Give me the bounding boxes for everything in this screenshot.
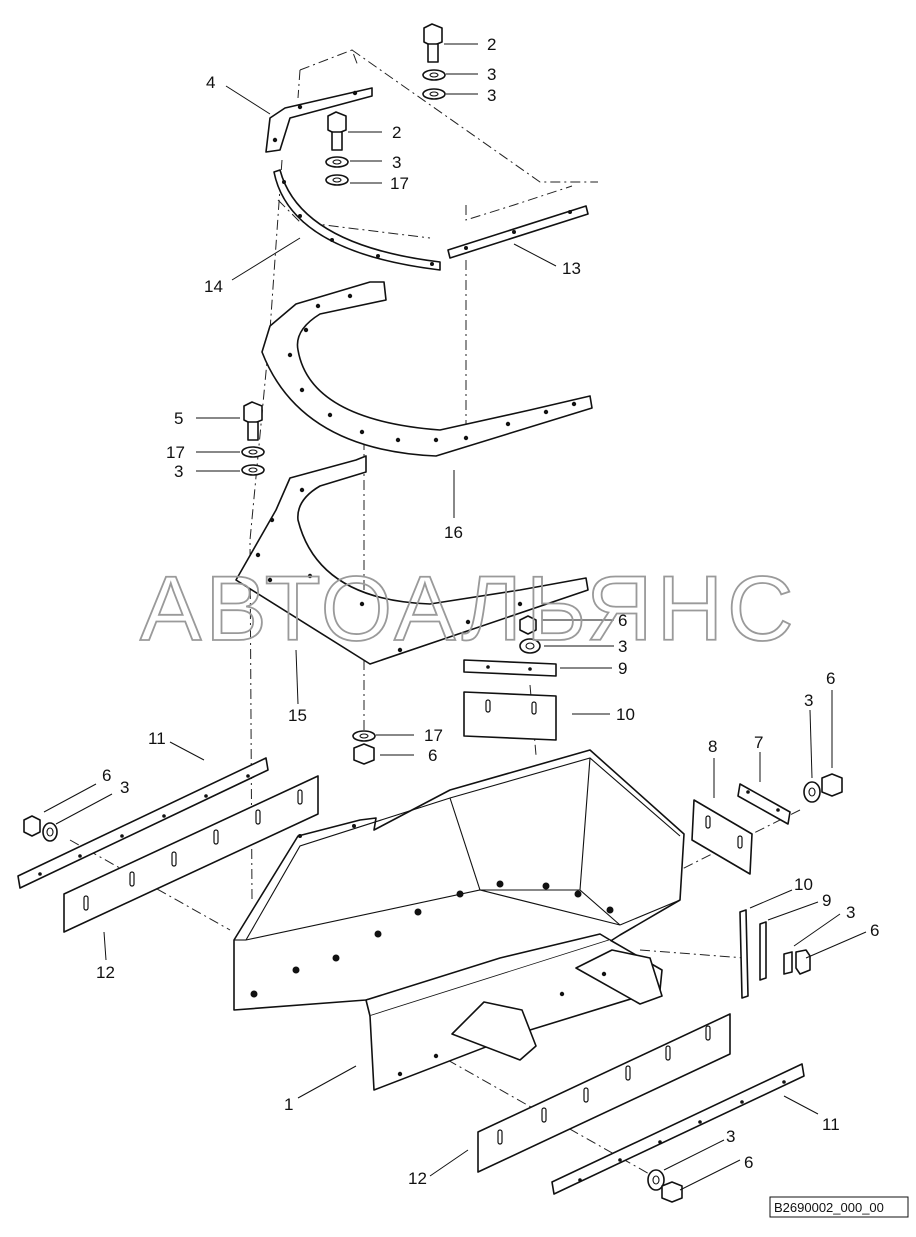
washer-17-mid — [325, 174, 349, 186]
callout-11b: 11 — [822, 1115, 840, 1134]
part-curved-plate-15 — [235, 455, 589, 665]
washer-3-left-low — [42, 822, 58, 842]
callout-6e: 6 — [870, 921, 879, 940]
part-bar-9-right — [759, 921, 767, 981]
nut-6-bottom — [661, 1181, 683, 1203]
callout-3e: 3 — [618, 637, 627, 656]
part-bar-10-right — [739, 909, 749, 999]
washer-3-top-a — [422, 69, 446, 81]
callout-3g: 3 — [804, 691, 813, 710]
drawing-reference-text: B2690002_000_00 — [774, 1200, 884, 1215]
part-curved-plate-16 — [261, 281, 593, 457]
bolt-5 — [243, 401, 263, 441]
callout-10b: 10 — [794, 875, 813, 894]
part-strip-7 — [737, 783, 791, 825]
callout-6c: 6 — [102, 766, 111, 785]
callout-4: 4 — [206, 73, 215, 92]
part-plate-8 — [691, 799, 753, 875]
callout-6f: 6 — [744, 1153, 753, 1172]
plate-9-center — [463, 659, 557, 677]
drawing-reference: B2690002_000_00 — [769, 1196, 909, 1218]
nut-6-right — [821, 773, 843, 797]
part-curved-strip-14 — [273, 169, 441, 271]
nut-6-right-low — [795, 949, 811, 975]
washer-17-lower — [352, 730, 376, 742]
callout-3a: 3 — [487, 65, 496, 84]
part-bracket-4 — [265, 87, 373, 153]
washer-3-bottom — [647, 1169, 665, 1191]
part-strip-11-right — [551, 1063, 805, 1195]
callout-12a: 12 — [96, 963, 115, 982]
callout-2a: 2 — [487, 35, 496, 54]
callout-3h: 3 — [846, 903, 855, 922]
watermark: АВТОАЛЬЯНС — [140, 558, 798, 660]
callout-16: 16 — [444, 523, 463, 542]
callout-13: 13 — [562, 259, 581, 278]
callout-10a: 10 — [616, 705, 635, 724]
leader-lines — [43, 43, 867, 1191]
callout-3b: 3 — [487, 86, 496, 105]
callout-labels: 2 3 3 4 2 3 17 14 13 5 17 3 16 6 3 9 10 … — [96, 35, 879, 1188]
part-lower-rail-1 — [365, 933, 663, 1091]
washer-3-left — [241, 464, 265, 476]
part-plate-12-right — [477, 1013, 731, 1173]
plate-10-center — [463, 691, 557, 741]
callout-6a: 6 — [618, 611, 627, 630]
callout-3c: 3 — [392, 153, 401, 172]
part-strip-11-left — [17, 757, 269, 889]
nut-6-center — [519, 615, 537, 635]
nut-6-lower — [353, 743, 375, 765]
washer-3-right-low — [783, 951, 793, 975]
part-plate-12-left — [63, 775, 319, 933]
bolt-2-top — [423, 23, 443, 63]
callout-17a: 17 — [390, 174, 409, 193]
callout-2b: 2 — [392, 123, 401, 142]
washer-3-top-b — [422, 88, 446, 100]
callout-6b: 6 — [428, 746, 437, 765]
callout-17b: 17 — [166, 443, 185, 462]
part-straight-strip-13 — [447, 205, 589, 259]
nut-6-left — [23, 815, 41, 837]
callout-3i: 3 — [726, 1127, 735, 1146]
callout-7: 7 — [754, 733, 763, 752]
washer-3-mid — [325, 156, 349, 168]
callout-14: 14 — [204, 277, 223, 296]
callout-17c: 17 — [424, 726, 443, 745]
callout-1: 1 — [284, 1095, 293, 1114]
callout-8: 8 — [708, 737, 717, 756]
washer-3-right — [803, 781, 821, 803]
callout-12b: 12 — [408, 1169, 427, 1188]
callout-15: 15 — [288, 706, 307, 725]
bolt-2-mid — [327, 111, 347, 151]
callout-3d: 3 — [174, 462, 183, 481]
washer-17-left — [241, 446, 265, 458]
callout-11a: 11 — [148, 729, 166, 748]
callout-9a: 9 — [618, 659, 627, 678]
callout-5: 5 — [174, 409, 183, 428]
callout-3f: 3 — [120, 778, 129, 797]
callout-6d: 6 — [826, 669, 835, 688]
washer-3-center — [519, 638, 541, 654]
callout-9b: 9 — [822, 891, 831, 910]
